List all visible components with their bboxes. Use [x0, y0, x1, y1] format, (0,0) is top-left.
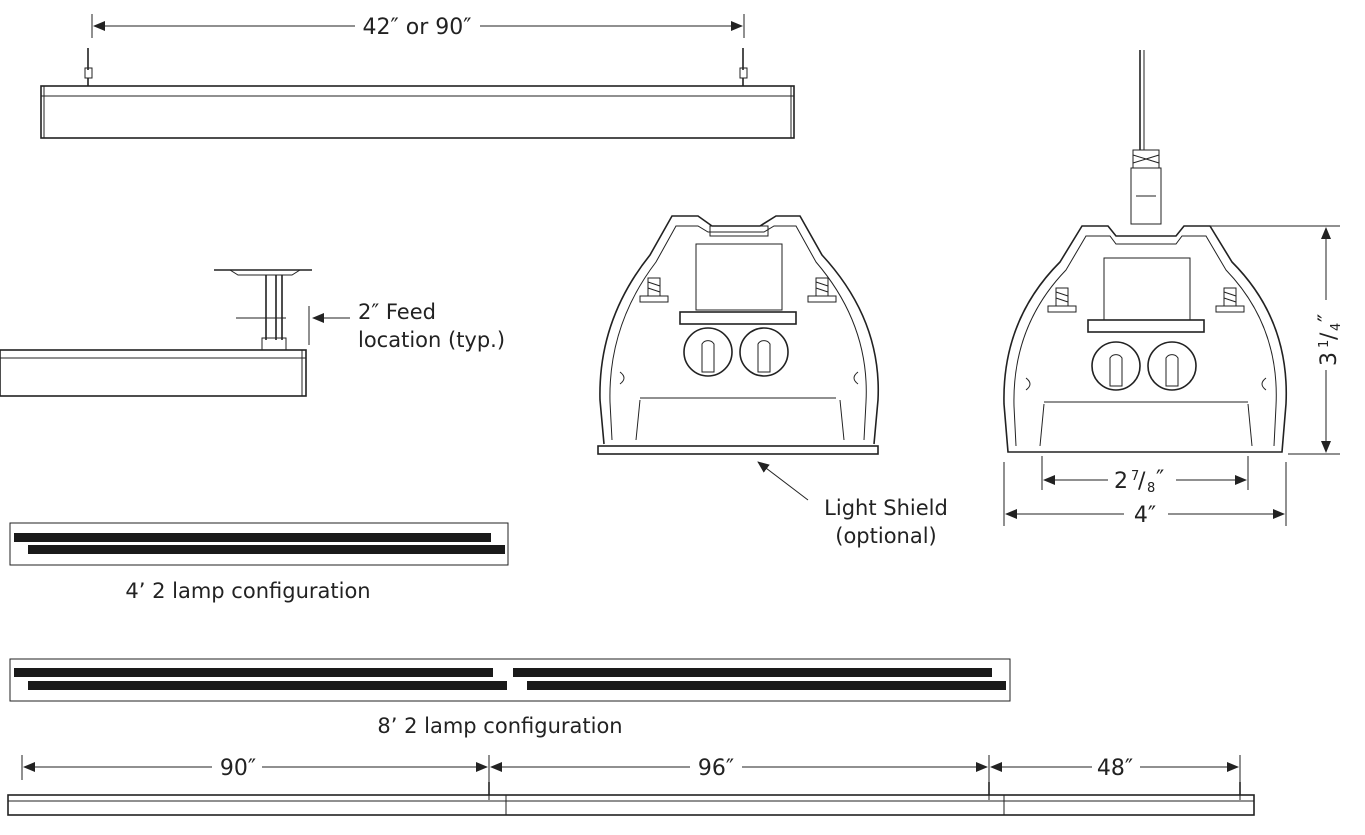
lamp-8ft-lower-right: [527, 681, 1006, 690]
svg-text:4: 4: [1329, 323, 1344, 331]
run-dim-48: 48″: [1097, 756, 1133, 781]
fixture-end: [0, 349, 307, 397]
config-8ft: 8’ 2 lamp configuration: [9, 658, 1011, 738]
cross-section-with-shield: Light Shield (optional): [597, 215, 948, 548]
lamp-socket-left-2: [1091, 341, 1141, 391]
hanger-right: [739, 48, 748, 86]
svg-text:2: 2: [1114, 469, 1128, 494]
svg-text:″: ″: [1315, 314, 1340, 322]
lamp-8ft-upper-right: [513, 668, 992, 677]
continuous-run-housing: [7, 794, 1255, 816]
light-shield-label-line2: (optional): [835, 524, 937, 548]
fastener-left-2: [1047, 287, 1077, 313]
light-shield: [597, 445, 879, 455]
run-dim-90: 90″: [220, 756, 256, 781]
svg-text:″: ″: [1156, 467, 1164, 492]
svg-text:/: /: [1138, 469, 1146, 494]
feed-location-detail: 2″ Feed location (typ.): [0, 269, 505, 397]
ballast-box: [695, 243, 783, 311]
svg-text:7: 7: [1131, 469, 1139, 484]
inner-width-dimension: 2 7 / 8 ″: [1114, 467, 1164, 496]
hanger-left: [84, 48, 93, 86]
lamp-socket-left: [683, 327, 733, 377]
config-8ft-frame: [9, 658, 1011, 702]
fastener-left: [639, 277, 669, 303]
svg-text:1: 1: [1317, 340, 1332, 348]
height-dimension: 3 1 / 4 ″: [1315, 314, 1344, 366]
svg-text:3: 3: [1317, 352, 1342, 366]
lamp-socket-right-2: [1147, 341, 1197, 391]
config-4ft: 4’ 2 lamp configuration: [9, 522, 509, 603]
continuous-run: 90″ 96″ 48″: [7, 755, 1255, 816]
ballast-box-2: [1103, 257, 1191, 321]
lamp-8ft-upper-left: [14, 668, 493, 677]
lamp-4ft-upper: [14, 533, 491, 542]
top-length-dimension: 42″ or 90″: [363, 15, 472, 40]
cross-section-suspended: 3 1 / 4 ″ 2 7 / 8 ″ 4″: [1003, 50, 1344, 528]
outer-width-dimension: 4″: [1134, 503, 1156, 528]
light-shield-arrow: [757, 461, 809, 501]
feed-label-line2: location (typ.): [358, 328, 505, 352]
run-dim-96: 96″: [698, 756, 734, 781]
feed-label-line1: 2″ Feed: [358, 300, 436, 324]
config-8ft-label: 8’ 2 lamp configuration: [377, 714, 622, 738]
lamp-4ft-lower: [28, 545, 505, 554]
fastener-right-2: [1215, 287, 1245, 313]
fixture-housing: [40, 85, 795, 139]
svg-text:8: 8: [1147, 481, 1155, 496]
top-fixture-elevation: 42″ or 90″: [40, 14, 795, 139]
svg-text:/: /: [1317, 332, 1342, 340]
fastener-right: [807, 277, 837, 303]
light-shield-label-line1: Light Shield: [824, 496, 948, 520]
config-4ft-frame: [9, 522, 509, 566]
config-4ft-label: 4’ 2 lamp configuration: [125, 579, 370, 603]
lamp-8ft-lower-left: [28, 681, 507, 690]
lamp-socket-right: [739, 327, 789, 377]
